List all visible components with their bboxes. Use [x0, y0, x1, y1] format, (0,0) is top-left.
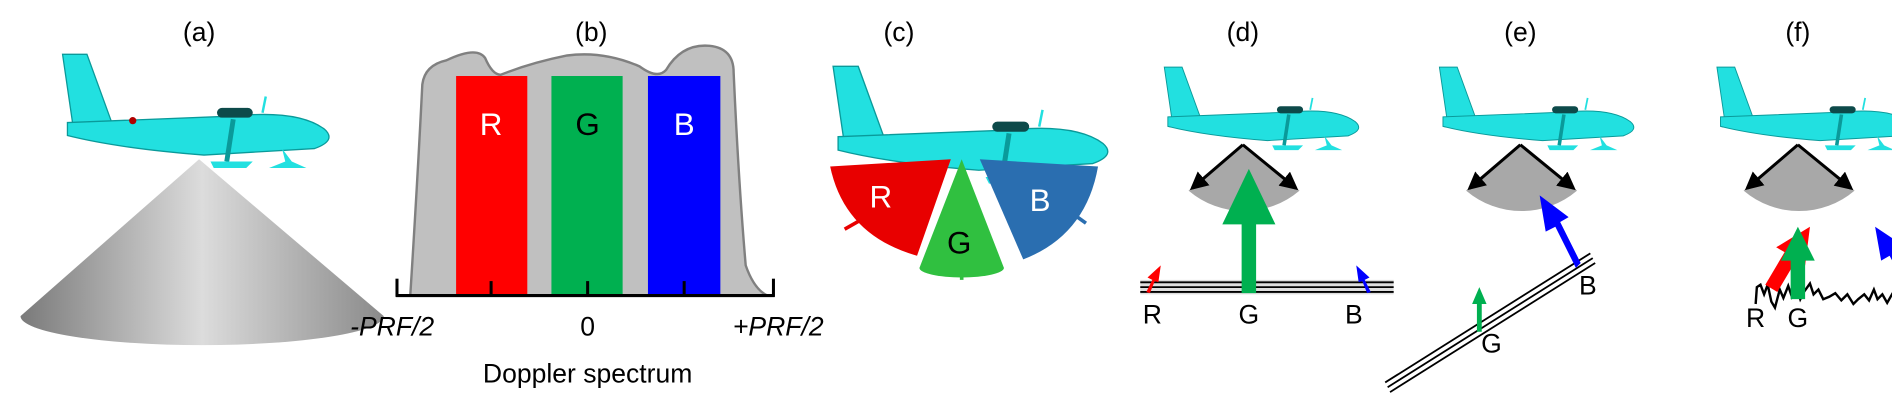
panel-label-d: (d) — [1227, 17, 1259, 47]
panel-d: R G B — [1140, 65, 1394, 329]
ground-label-g: G — [1239, 299, 1260, 329]
panel-f: R G B — [1715, 65, 1892, 333]
return-arrow-g — [1780, 226, 1815, 300]
return-arrow-b — [1356, 265, 1371, 294]
beam-sector — [1743, 144, 1855, 212]
beam-sector — [1466, 144, 1578, 212]
tick-label-zero: 0 — [580, 311, 595, 341]
aircraft-icon — [1437, 65, 1636, 152]
beam-label-r: R — [870, 180, 893, 215]
ground-label-g: G — [1788, 303, 1809, 333]
ground-label-r: R — [1143, 299, 1162, 329]
panel-a — [20, 54, 384, 346]
panel-label-c: (c) — [883, 17, 914, 47]
spectrum-bar-r — [456, 76, 528, 296]
aircraft-icon — [1162, 65, 1361, 152]
beam-r — [830, 159, 951, 256]
ground-label-r: R — [1746, 303, 1765, 333]
beam-label-b: B — [1030, 183, 1051, 218]
return-arrow-g — [1222, 168, 1276, 294]
ground-label-g: G — [1481, 328, 1502, 358]
bar-letter-b: B — [674, 107, 695, 142]
panel-label-f: (f) — [1785, 17, 1810, 47]
panel-label-e: (e) — [1504, 17, 1536, 47]
ground-label-b: B — [1579, 270, 1597, 300]
beam-label-g: G — [947, 225, 971, 260]
panel-label-a: (a) — [183, 17, 215, 47]
return-arrow-b — [1539, 195, 1581, 268]
rough-ground — [1754, 280, 1892, 311]
bar-letter-r: R — [480, 107, 503, 142]
return-arrow-g — [1472, 287, 1487, 332]
axis-title: Doppler spectrum — [483, 358, 692, 388]
aircraft-icon — [63, 54, 329, 168]
beam-sector — [1188, 144, 1300, 212]
spectrum-axis — [395, 278, 775, 298]
panel-e: B G — [1384, 65, 1636, 393]
panel-label-b: (b) — [575, 17, 607, 47]
panel-c: R G B — [830, 66, 1108, 280]
return-arrow-b — [1875, 226, 1892, 261]
panel-b-doppler-spectrum: R G B -PRF/2 0 +PRF/2 Doppler spectrum — [350, 44, 824, 388]
ground-label-b: B — [1345, 299, 1363, 329]
beam-b — [979, 159, 1099, 260]
spectrum-bar-b — [647, 76, 721, 296]
return-arrow-r — [1146, 265, 1161, 294]
tick-label-pos-prf: +PRF/2 — [733, 311, 824, 341]
beam-g — [919, 159, 1004, 278]
aircraft-icon — [1715, 65, 1892, 152]
bar-letter-g: G — [575, 107, 599, 142]
tick-label-neg-prf: -PRF/2 — [350, 311, 434, 341]
spectrum-bar-g — [551, 76, 623, 296]
flat-ground — [1140, 279, 1394, 295]
sloped-ground — [1384, 252, 1596, 393]
radar-cone — [20, 159, 384, 346]
